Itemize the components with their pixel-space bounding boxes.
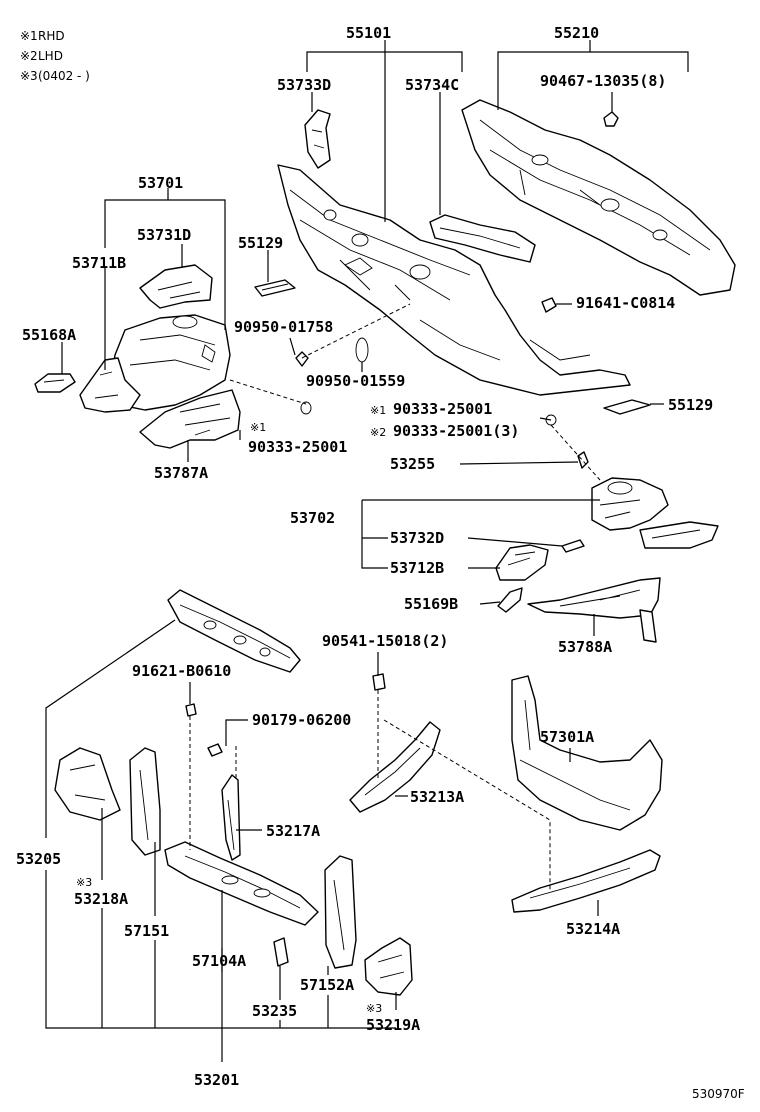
label-53711b: 53711B <box>72 254 126 272</box>
part-shape-53217a <box>221 774 241 861</box>
part-shape-53787a <box>139 389 241 449</box>
part-shape-53788a <box>527 577 661 619</box>
label-53731d: 53731D <box>137 226 191 244</box>
label-90950-01758: 90950-01758 <box>234 318 333 336</box>
part-shape-53732d <box>639 521 719 549</box>
label-90467-13035: 90467-13035(8) <box>540 72 666 90</box>
label-53788a: 53788A <box>558 638 612 656</box>
part-shape-upper-support <box>167 589 301 673</box>
part-shape-53712b <box>495 544 549 581</box>
legend-mark-1: ※1 <box>20 29 38 43</box>
label-53712b: 53712B <box>390 559 444 577</box>
label-55169b: 55169B <box>404 595 458 613</box>
mark-0402-left: ※3 <box>76 876 92 889</box>
part-shape-55101 <box>277 164 631 396</box>
label-90950-01559: 90950-01559 <box>306 372 405 390</box>
label-90333-25001-rhd-right: 90333-25001 <box>393 400 492 418</box>
label-55101: 55101 <box>346 24 391 42</box>
part-shape-55169b <box>497 587 523 613</box>
mark-lhd: ※2 <box>370 426 386 439</box>
part-shape-55129-b <box>603 399 651 415</box>
label-53218a: 53218A <box>74 890 128 908</box>
label-53732d: 53732D <box>390 529 444 547</box>
label-57104a: 57104A <box>192 952 246 970</box>
part-shape-57151 <box>129 747 161 856</box>
label-53702: 53702 <box>290 509 335 527</box>
label-57152a: 57152A <box>300 976 354 994</box>
legend-mark-3: ※3 <box>20 69 38 83</box>
legend: ※1 RHD ※2 LHD ※3 (0402 - ) <box>20 29 90 83</box>
part-shape-53218a <box>54 747 121 821</box>
part-shape-57152a <box>324 855 357 969</box>
label-53235: 53235 <box>252 1002 297 1020</box>
legend-mark-2: ※2 <box>20 49 38 63</box>
label-91621-b0610: 91621-B0610 <box>132 662 231 680</box>
part-labels: 55101 55210 53733D 53734C 90467-13035(8)… <box>16 24 745 1101</box>
part-shape-55129-a <box>254 279 296 297</box>
legend-text-1: RHD <box>38 29 65 43</box>
mark-0402-right: ※3 <box>366 1002 382 1015</box>
label-90333-25001-lhd: 90333-25001(3) <box>393 422 519 440</box>
part-shape-55210 <box>461 99 736 296</box>
label-53219a: 53219A <box>366 1016 420 1034</box>
label-55168a: 55168A <box>22 326 76 344</box>
label-55210: 55210 <box>554 24 599 42</box>
label-55129-left: 55129 <box>238 234 283 252</box>
label-55129-right: 55129 <box>668 396 713 414</box>
part-shape-53711b <box>79 357 141 413</box>
part-shape-53214a <box>511 849 661 913</box>
part-shape-53733d <box>304 109 331 169</box>
label-53217a: 53217A <box>266 822 320 840</box>
part-shape-53219a <box>364 937 413 996</box>
part-shape-57104a <box>164 841 319 926</box>
leader-lines <box>45 40 689 1062</box>
label-57301a: 57301A <box>540 728 594 746</box>
legend-text-3: (0402 - ) <box>38 69 90 83</box>
part-shape-57301a <box>511 675 663 831</box>
label-53205: 53205 <box>16 850 61 868</box>
label-53213a: 53213A <box>410 788 464 806</box>
figure-code: 530970F <box>692 1087 745 1101</box>
label-53733d: 53733D <box>277 76 331 94</box>
part-shape-53734c <box>429 214 536 263</box>
mark-rhd-left: ※1 <box>250 421 266 434</box>
label-53734c: 53734C <box>405 76 459 94</box>
label-53787a: 53787A <box>154 464 208 482</box>
part-shape-55168a <box>34 373 76 393</box>
label-53255: 53255 <box>390 455 435 473</box>
label-53201: 53201 <box>194 1071 239 1089</box>
part-shapes <box>34 99 736 996</box>
label-53214a: 53214A <box>566 920 620 938</box>
label-90541-15018: 90541-15018(2) <box>322 632 448 650</box>
part-shape-53731d <box>139 264 213 309</box>
label-91641-c0814: 91641-C0814 <box>576 294 675 312</box>
label-90333-25001-rhd-left: 90333-25001 <box>248 438 347 456</box>
label-90179-06200: 90179-06200 <box>252 711 351 729</box>
legend-text-2: LHD <box>38 49 63 63</box>
mark-rhd-right: ※1 <box>370 404 386 417</box>
label-53701: 53701 <box>138 174 183 192</box>
part-shape-53235 <box>273 937 289 967</box>
label-57151: 57151 <box>124 922 169 940</box>
